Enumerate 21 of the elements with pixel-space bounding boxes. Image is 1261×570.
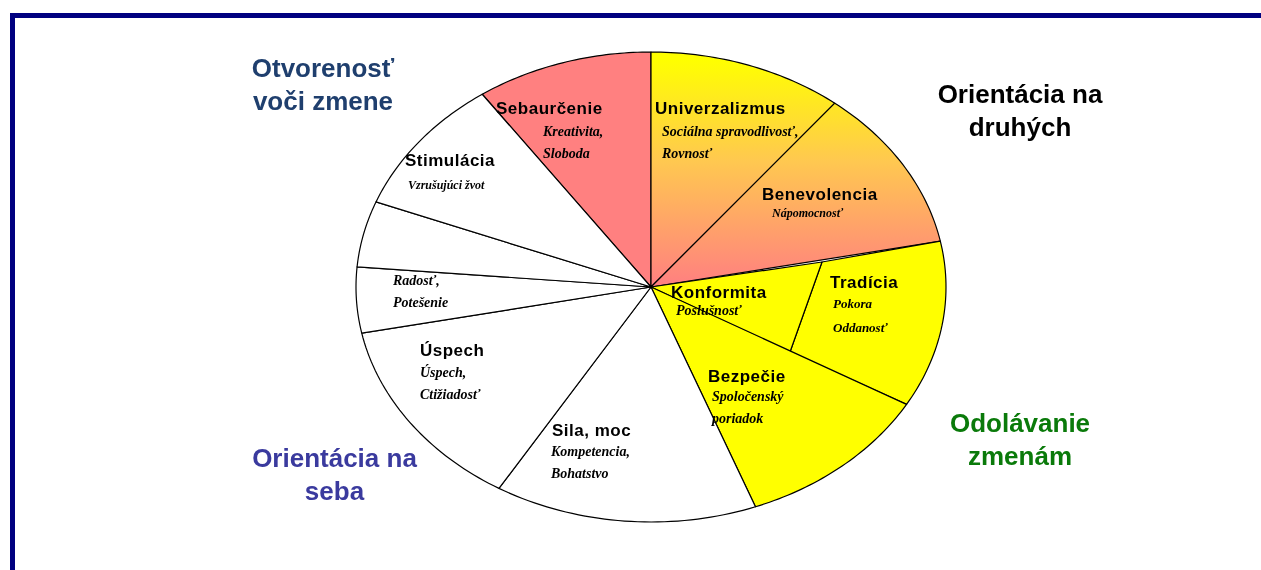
value-description: Radosť, Potešenie [393,272,450,312]
group-label: Orientácia na druhých [936,78,1104,144]
value-description: Kompetencia, Bohatstvo [551,443,631,483]
value-heading: Bezpečie [708,367,786,387]
group-label: Otvorenosť voči zmene [250,52,396,118]
value-description: Nápomocnosť [772,205,845,221]
value-heading: Stimulácia [405,151,496,171]
group-label: Odolávanie zmenám [948,407,1092,473]
value-heading: Sebaurčenie [496,99,603,119]
value-heading: Úspech [420,341,485,361]
value-description: Sociálna spravodlivosť, Rovnosť [662,123,800,163]
value-description: Pokora Oddanosť [833,295,889,337]
value-heading: Benevolencia [762,185,878,205]
value-description: Úspech, Ctižiadosť [420,363,482,404]
value-heading: Univerzalizmus [655,99,786,119]
value-heading: Konformita [671,283,767,303]
value-description: Kreativita, Sloboda [543,123,605,163]
value-description: Vzrušujúci žvot [408,177,486,193]
value-heading: Tradícia [830,273,899,293]
value-heading: Sila, moc [552,421,632,441]
group-label: Orientácia na seba [251,442,418,508]
